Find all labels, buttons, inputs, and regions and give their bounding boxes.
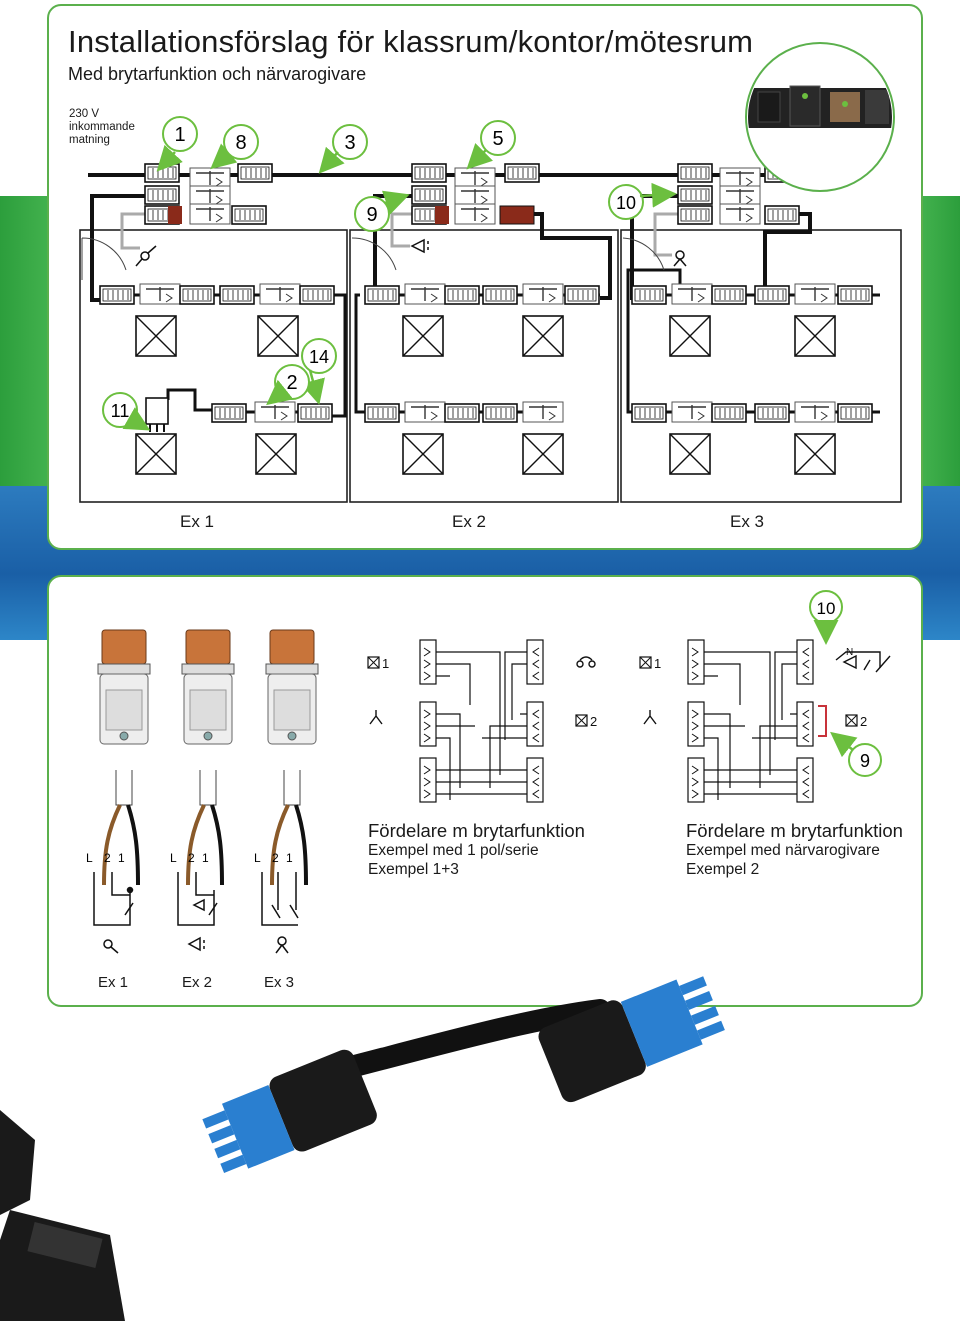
product-connector-corner-photo [0,1110,125,1321]
green-background-band-right [920,196,960,486]
term-2-ex2: 2 [188,851,195,865]
lamp1-label-right: 1 [654,656,661,671]
product-cable-photo [202,976,725,1174]
example-label-top-2: Ex 2 [452,512,487,531]
incoming-supply-label: 230 V inkommande matning [69,108,159,147]
callout-5-text: 5 [492,128,503,150]
example-label-bottom-3: Ex 3 [264,974,295,991]
plug-illustrations [97,629,319,886]
room-outline-ex1 [79,229,348,503]
room-outline-ex3 [620,229,902,503]
schematic-labels: 1 2 1 2 N [367,647,867,729]
caption-right-line-1: Exempel med närvarogivare [686,842,880,859]
caption-left-line-2: Exempel 1+3 [368,861,459,878]
bottom-callouts: 10 9 [809,590,882,777]
page-subtitle: Med brytarfunktion och närvarogivare [68,64,367,84]
lighting-row-2 [211,401,873,423]
callout-1-text: 1 [174,124,185,146]
lamp-icons [135,315,836,475]
connector-photo-inset [745,42,895,192]
incoming-line-3: matning [69,134,110,146]
caption-left-line-1: Exempel med 1 pol/serie [368,842,539,859]
term-l-ex1: L [86,851,93,865]
caption-right-title: Fördelare m brytarfunktion [686,820,903,841]
callout-11-text: 11 [111,401,130,421]
term-2-ex1: 2 [104,851,111,865]
page-title: Installationsförslag för klassrum/kontor… [68,24,754,59]
schematic-right [687,639,827,803]
distributor-ex2 [411,163,540,225]
term-1-ex2: 1 [202,851,209,865]
example-label-bottom-2: Ex 2 [182,974,213,991]
term-1-ex1: 1 [118,851,125,865]
junction-box [145,397,169,425]
callout-8-text: 8 [235,132,246,154]
schematic-switch-icons [369,651,891,725]
callout-3-text: 3 [344,132,355,154]
term-l-ex2: L [170,851,177,865]
callout-9b-text: 9 [860,751,870,771]
example-label-bottom-1: Ex 1 [98,974,129,991]
schematic-left [419,639,544,803]
example-label-top-1: Ex 1 [180,512,215,531]
presence-sensor-icon [410,238,429,254]
term-2-ex3: 2 [272,851,279,865]
callout-10b-text: 10 [817,599,836,618]
lamp1-label-left: 1 [382,656,389,671]
term-l-ex3: L [254,851,261,865]
bottom-switch-icons [103,936,289,954]
callout-2-text: 2 [286,372,297,394]
switch-icon [135,245,157,267]
incoming-line-1: 230 V [69,108,100,120]
callout-9-text: 9 [366,204,377,226]
green-background-band-left [0,196,50,486]
switch-schematics [93,872,299,926]
room-outline-ex2 [349,229,619,503]
incoming-line-2: inkommande [69,121,135,133]
terminal-labels: L 2 1 L 2 1 L 2 1 [86,851,293,865]
dimmer-switch-icon [673,250,687,267]
lamp2-label-right: 2 [860,714,867,729]
callout-14-text: 14 [309,347,329,367]
lamp2-label-left: 2 [590,714,597,729]
distributor-ex1 [144,163,273,225]
term-1-ex3: 1 [286,851,293,865]
callout-10-text: 10 [616,193,636,213]
example-label-top-3: Ex 3 [730,512,765,531]
caption-right-line-2: Exempel 2 [686,861,760,878]
caption-left-title: Fördelare m brytarfunktion [368,820,585,841]
callout-markers: 1 8 3 5 9 10 14 2 11 [102,116,677,431]
